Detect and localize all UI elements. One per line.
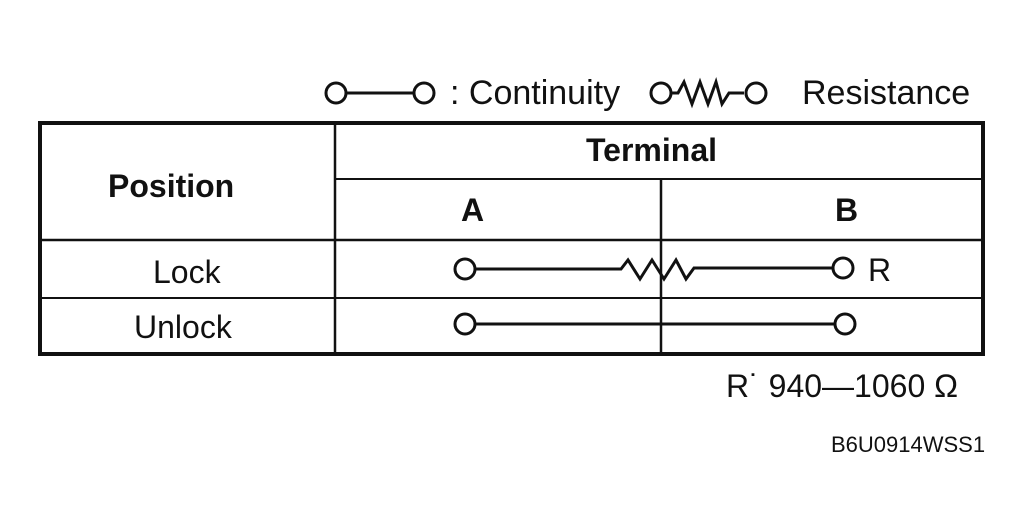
terminal-b-lock-node bbox=[831, 256, 855, 280]
resistance-spec-note: R˙ 940—1060 Ω bbox=[726, 368, 959, 404]
position-lock-label: Lock bbox=[153, 254, 221, 290]
resistance-legend-icon bbox=[649, 77, 768, 109]
resistance-legend-label: Resistance bbox=[802, 74, 971, 112]
resistance-mark-label: R bbox=[868, 252, 892, 288]
unlock-connection bbox=[453, 312, 857, 336]
terminal-b-unlock-node bbox=[833, 312, 857, 336]
terminal-b-header: B bbox=[835, 192, 859, 228]
figure-code: B6U0914WSS1 bbox=[831, 432, 986, 457]
continuity-legend-label: : Continuity bbox=[450, 74, 621, 112]
terminal-a-lock-node bbox=[453, 257, 477, 281]
lock-connection bbox=[453, 256, 855, 282]
continuity-legend-icon bbox=[324, 81, 436, 105]
terminal-a-header: A bbox=[461, 192, 485, 228]
position-header: Position bbox=[108, 168, 235, 204]
terminal-a-unlock-node bbox=[453, 312, 477, 336]
terminal-header: Terminal bbox=[586, 132, 717, 168]
position-unlock-label: Unlock bbox=[134, 309, 232, 345]
